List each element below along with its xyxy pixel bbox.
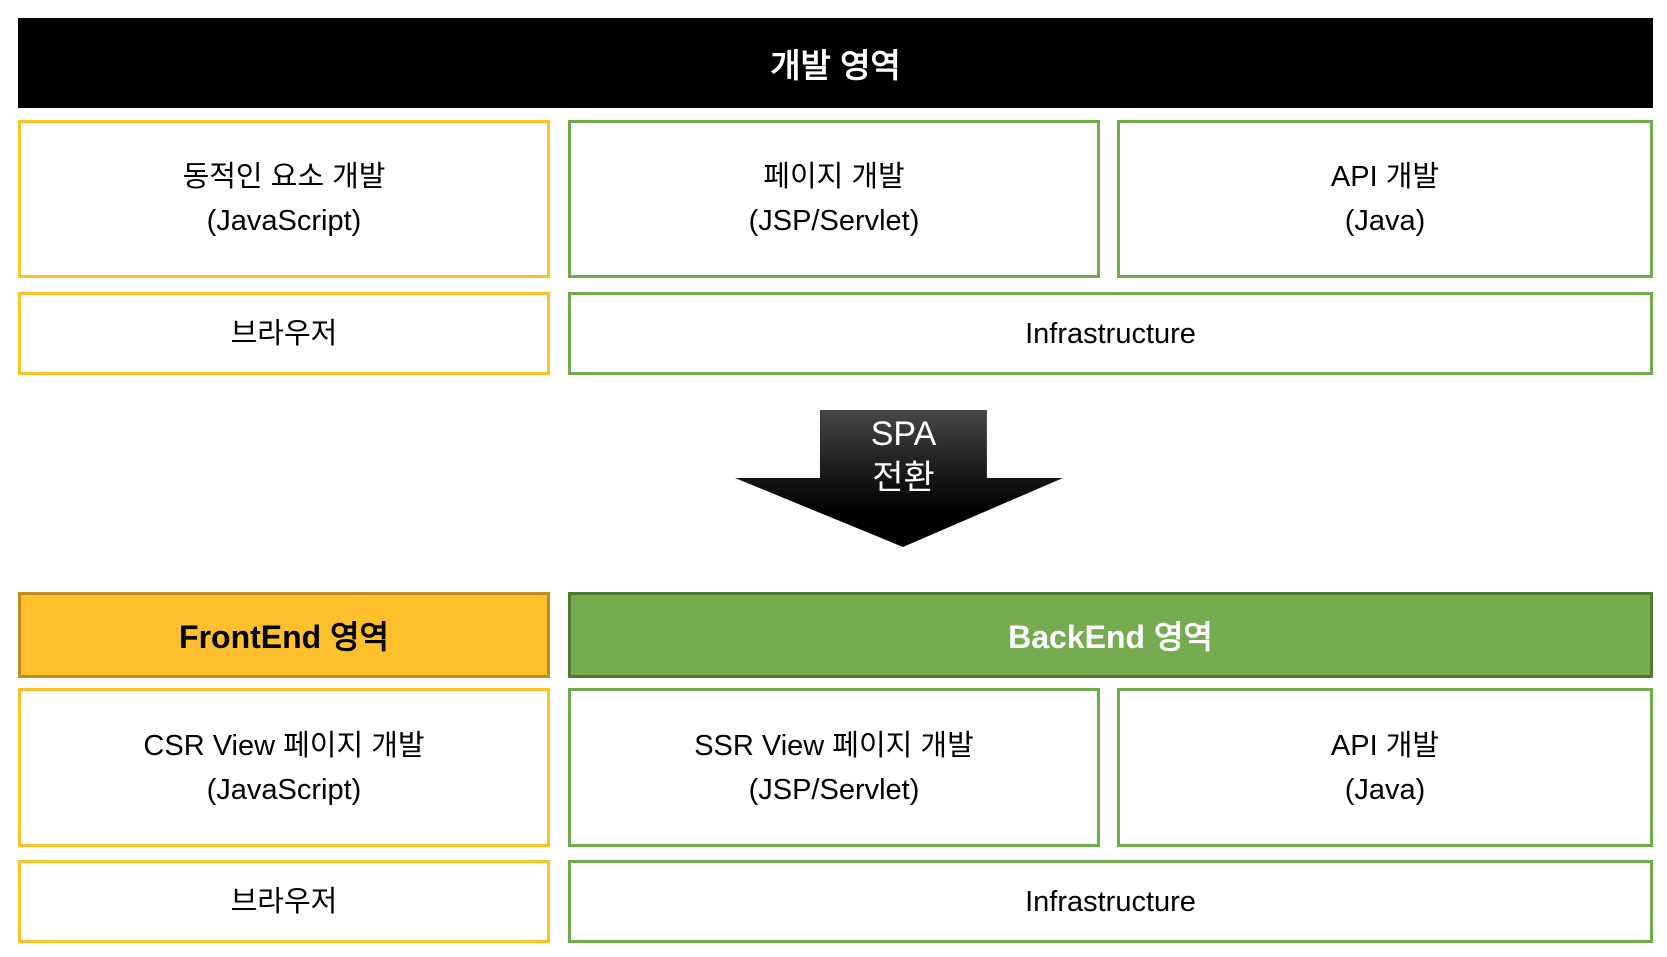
box-subtitle: (JavaScript) [206, 205, 362, 237]
box-api-dev-top: API 개발 (Java) [1117, 120, 1653, 278]
box-dynamic-elements-dev: 동적인 요소 개발 (JavaScript) [18, 120, 550, 278]
box-title: API 개발 [1330, 161, 1440, 193]
header-frontend-area: FrontEnd 영역 [18, 592, 550, 678]
box-title: CSR View 페이지 개발 [143, 729, 425, 762]
box-api-dev-bottom: API 개발 (Java) [1117, 688, 1653, 847]
header-dev-area-label: 개발 영역 [770, 47, 901, 84]
box-ssr-view-dev: SSR View 페이지 개발 (JSP/Servlet) [568, 688, 1100, 847]
arrow-label-line2: 전환 [872, 459, 935, 497]
box-title: SSR View 페이지 개발 [694, 729, 974, 762]
header-backend-label: BackEnd 영역 [1008, 619, 1213, 655]
box-subtitle: (JSP/Servlet) [748, 773, 920, 806]
box-browser-bottom: 브라우저 [18, 860, 550, 943]
header-dev-area: 개발 영역 [18, 18, 1653, 108]
box-title: 페이지 개발 [763, 161, 905, 193]
box-browser-top: 브라우저 [18, 292, 550, 375]
box-title: Infrastructure [1025, 885, 1196, 918]
spa-transition-arrow: SPA 전환 [735, 410, 1063, 547]
box-subtitle: (JavaScript) [206, 773, 362, 806]
box-title: 동적인 요소 개발 [182, 161, 386, 193]
box-title: API 개발 [1330, 729, 1440, 762]
box-page-dev: 페이지 개발 (JSP/Servlet) [568, 120, 1100, 278]
arrow-label-line1: SPA [870, 415, 937, 453]
box-title: Infrastructure [1025, 317, 1196, 350]
arrow-label: SPA 전환 [820, 412, 987, 500]
header-backend-area: BackEnd 영역 [568, 592, 1653, 678]
box-infrastructure-bottom: Infrastructure [568, 860, 1653, 943]
header-frontend-label: FrontEnd 영역 [179, 619, 389, 655]
box-infrastructure-top: Infrastructure [568, 292, 1653, 375]
box-title: 브라우저 [230, 317, 338, 350]
box-csr-view-dev: CSR View 페이지 개발 (JavaScript) [18, 688, 550, 847]
box-subtitle: (Java) [1344, 205, 1426, 237]
box-title: 브라우저 [230, 885, 338, 918]
box-subtitle: (JSP/Servlet) [748, 205, 920, 237]
box-subtitle: (Java) [1344, 773, 1426, 806]
